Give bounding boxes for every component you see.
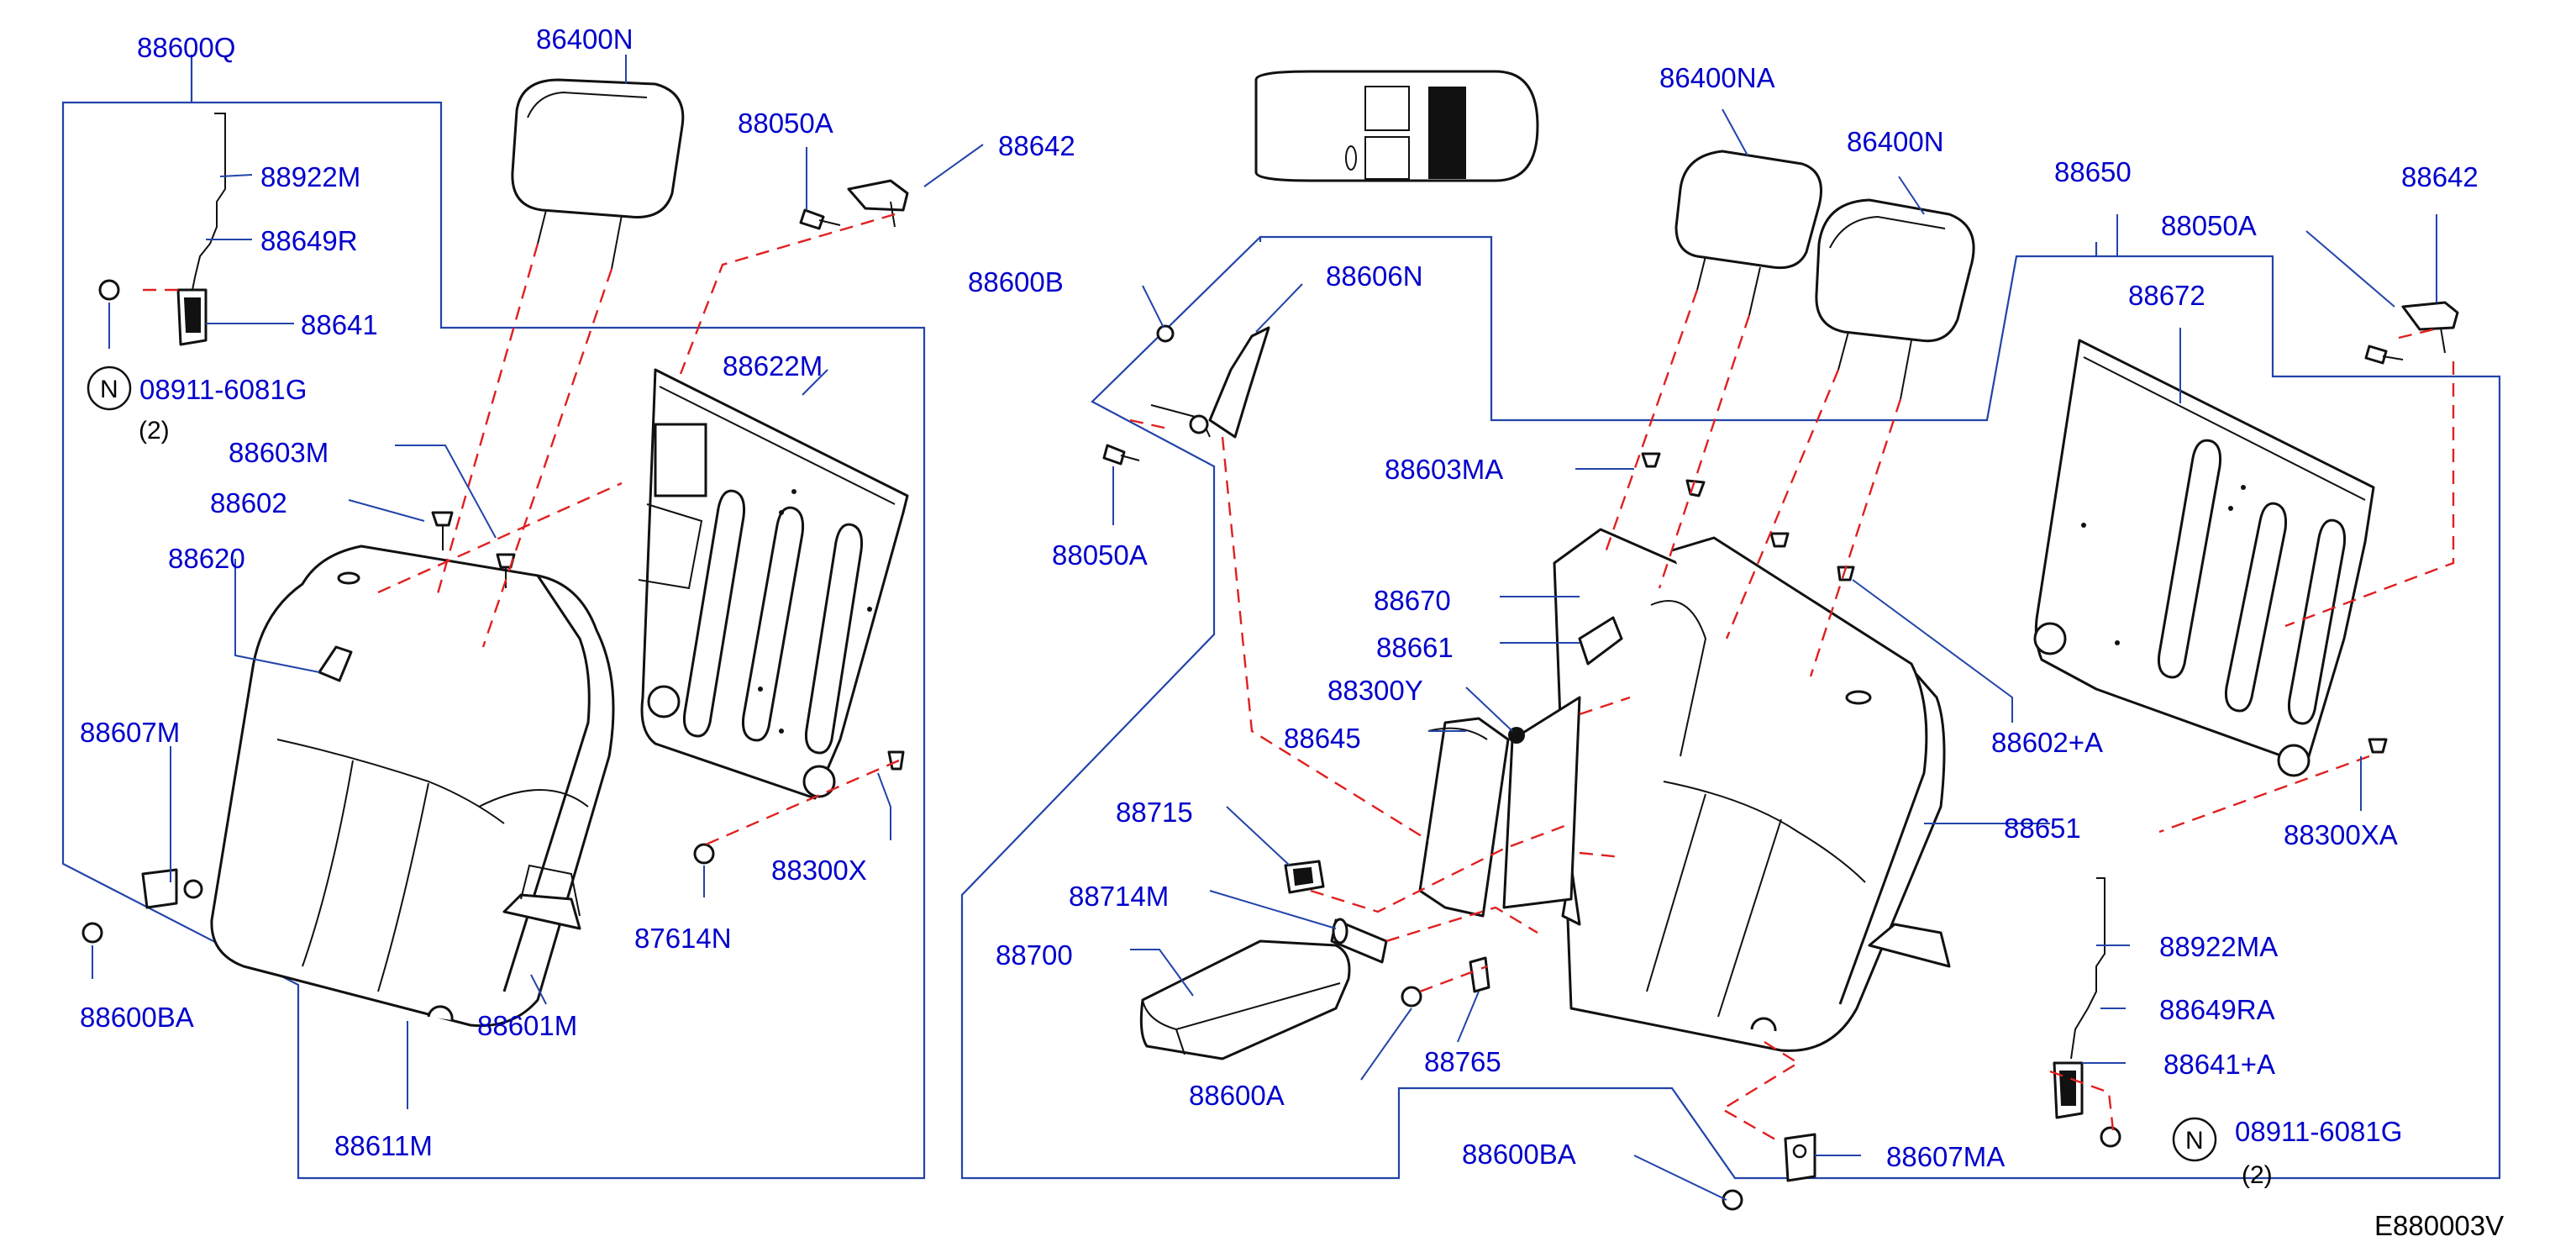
label-86400N-left: 86400N: [536, 24, 633, 55]
label-N-right: N: [2185, 1127, 2204, 1155]
seatback-cushion-icon: [210, 545, 615, 1028]
label-88714M: 88714M: [1069, 881, 1169, 912]
label-88715: 88715: [1116, 797, 1193, 828]
label-88602: 88602: [210, 487, 287, 518]
hook-clip-icon: [847, 179, 909, 228]
armrest-icon: [1139, 939, 1351, 1060]
label-88672: 88672: [2128, 280, 2205, 311]
label-88050A-mid: 88050A: [1052, 539, 1148, 571]
diagram-code: E880003V: [2374, 1210, 2504, 1241]
label-88600BA-left: 88600BA: [80, 1002, 194, 1033]
bolt-icon: [431, 208, 905, 771]
label-88300X: 88300X: [771, 855, 867, 886]
label-88607M: 88607M: [80, 717, 180, 748]
label-88300Y: 88300Y: [1327, 675, 1423, 706]
lock-assembly-icon: [2053, 877, 2105, 1119]
label-08911-6081G-right: 08911-6081G: [2235, 1116, 2402, 1147]
hinge-bracket-icon: [141, 868, 203, 909]
nut-icon: [1156, 324, 2121, 1211]
label-88600BA-right: 88600BA: [1462, 1139, 1576, 1170]
seat-layout-thumbnail: [1254, 70, 1539, 182]
label-88602A: 88602+A: [1991, 727, 2103, 758]
label-88641: 88641: [301, 309, 378, 340]
latch-bracket-icon: [1150, 326, 1270, 439]
left-group-frame: [61, 55, 926, 1180]
label-87614N: 87614N: [634, 923, 732, 954]
hook-clip-icon: [2401, 301, 2459, 354]
label-88603M: 88603M: [229, 437, 329, 468]
clip-icon: [1284, 860, 1490, 993]
label-88050A-top: 88050A: [738, 108, 833, 139]
headrest-icon: [511, 78, 685, 270]
armrest-panel-icon: [1418, 696, 1581, 918]
label-88606N: 88606N: [1326, 260, 1423, 292]
label-88922MA: 88922MA: [2159, 931, 2278, 962]
label-88642-right: 88642: [2401, 161, 2479, 192]
bolt-icon: [1102, 345, 2404, 754]
label-08911-6081G-left: 08911-6081G: [139, 374, 307, 405]
label-qty-right: (2): [2242, 1161, 2273, 1189]
lock-assembly-icon: [176, 113, 226, 346]
label-86400NA: 86400NA: [1659, 62, 1775, 93]
label-88622M: 88622M: [723, 350, 823, 381]
label-88649R: 88649R: [260, 225, 358, 256]
assembly-dashed-lines: [143, 213, 2455, 1144]
label-86400N-right: 86400N: [1847, 126, 1944, 157]
label-88620: 88620: [168, 543, 245, 574]
label-88300XA: 88300XA: [2284, 819, 2398, 850]
label-88600B: 88600B: [968, 266, 1064, 297]
headrest-icon: [1674, 150, 1822, 316]
label-88641A: 88641+A: [2163, 1049, 2275, 1080]
label-88645: 88645: [1284, 723, 1361, 754]
label-88922M: 88922M: [260, 161, 360, 192]
label-88603MA: 88603MA: [1385, 454, 1503, 485]
label-88600Q: 88600Q: [137, 32, 235, 63]
label-88050A-right: 88050A: [2161, 210, 2257, 241]
label-88601M: 88601M: [477, 1010, 577, 1041]
nut-icon: [81, 279, 715, 944]
circled-n-icon: [87, 366, 2217, 1162]
seatback-board-icon: [638, 368, 909, 800]
label-88649RA: 88649RA: [2159, 994, 2275, 1025]
headrest-icon: [1815, 198, 1975, 400]
label-88765: 88765: [1424, 1046, 1501, 1077]
label-88661: 88661: [1376, 632, 1454, 663]
rear-seatback-board-icon: [2033, 339, 2375, 777]
label-88607MA: 88607MA: [1886, 1141, 2005, 1172]
label-88651: 88651: [2004, 813, 2081, 844]
part-labels: 88600Q 86400N 88050A 88642 88922M 88649R…: [80, 24, 2504, 1241]
label-88700: 88700: [996, 939, 1073, 971]
label-88611M: 88611M: [334, 1130, 433, 1161]
label-88670: 88670: [1374, 585, 1451, 616]
leader-lines: [92, 55, 2437, 1201]
label-88642-left: 88642: [998, 130, 1075, 161]
rear-seatback-icon: [1553, 528, 1951, 1052]
label-N-left: N: [100, 376, 118, 403]
hinge-bracket-icon: [1784, 1133, 1816, 1182]
label-88650: 88650: [2054, 156, 2132, 187]
label-88600A: 88600A: [1189, 1080, 1285, 1111]
center-group-frame: [960, 235, 2501, 1180]
label-qty-left: (2): [139, 417, 170, 445]
